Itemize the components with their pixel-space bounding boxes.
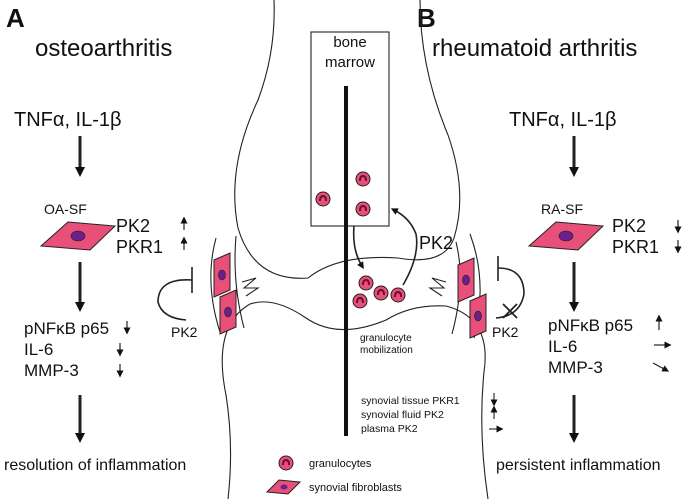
panel-b-output-1: pNFκB p65 [548,316,633,335]
joint-granulocyte-1 [358,275,374,291]
legend-fibroblast-nucleus [280,484,288,490]
measure-1: synovial tissue PKR1 [361,395,460,407]
measure-2: synovial fluid PK2 [361,409,444,421]
migration-arrow [352,225,364,269]
panel-a-feedback-loop [157,279,193,321]
panel-b-output-2: IL-6 [548,337,577,356]
mobilization-label-2: mobilization [360,345,413,356]
panel-a-output-2: IL-6 [24,340,53,359]
panel-a-title: osteoarthritis [35,35,172,62]
panel-a-output-1: pNFκB p65 [24,319,109,338]
panel-a-output-3: MMP-3 [24,361,79,380]
panel-b-letter: B [417,3,436,33]
joint-granulocyte-4 [352,293,368,309]
panel-b-pkr1: PKR1 [612,237,659,257]
panel-b-cell-label: RA-SF [541,201,583,217]
panel-b-outcome: persistent inflammation [496,457,661,474]
joint-granulocyte-3 [390,287,406,303]
panel-a-cell-label: OA-SF [44,201,87,217]
bone-marrow-label-2: marrow [325,54,375,71]
panel-a-pk2-feedback: PK2 [171,324,198,340]
center-pk2-label: PK2 [419,233,453,253]
right-capsule-fibroblast-1 [457,257,475,303]
panel-b-cross-2 [502,303,518,319]
panel-b-stimulus: TNFα, IL-1β [509,109,617,131]
panel-b-title: rheumatoid arthritis [432,35,637,62]
legend-granulocyte-icon [278,455,294,471]
panel-a-outcome: resolution of inflammation [4,457,186,474]
panel-a-pk2: PK2 [116,216,150,236]
joint-granulocyte-2 [373,285,389,301]
marrow-granulocyte-1 [355,171,371,187]
panel-b-output-3: MMP-3 [548,358,603,377]
pk2-recruit-arrow [390,208,418,286]
panel-a-pkr1: PKR1 [116,237,163,257]
legend-fibroblasts: synovial fibroblasts [309,482,402,494]
left-capsule-fibroblast-2 [219,289,237,335]
marrow-granulocyte-2 [315,191,331,207]
panel-a-stimulus: TNFα, IL-1β [14,109,122,131]
panel-b-pk2: PK2 [612,216,646,236]
panel-b-pk2-feedback: PK2 [492,324,519,340]
bone-marrow-label-1: bone [333,34,366,51]
panel-a-fibroblast [40,221,116,251]
right-capsule-fibroblast-2 [469,293,487,339]
panel-b-diag-arrow-3 [652,362,670,372]
marrow-granulocyte-3 [355,201,371,217]
panel-b-feedback-loop [495,267,525,319]
mobilization-label-1: granulocyte [360,333,412,344]
left-capsule-fibroblast-1 [213,252,231,298]
panel-b-fibroblast [528,221,604,251]
panel-a-letter: A [6,3,25,33]
legend-granulocytes: granulocytes [309,458,372,470]
measure-3: plasma PK2 [361,423,418,435]
